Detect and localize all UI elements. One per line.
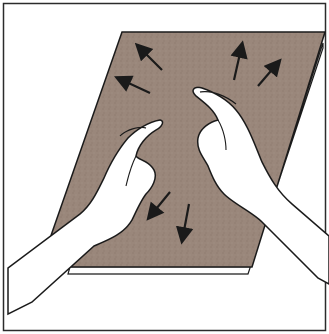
illustration-canvas bbox=[0, 0, 329, 334]
hands-smoothing-board-illustration bbox=[0, 0, 329, 334]
